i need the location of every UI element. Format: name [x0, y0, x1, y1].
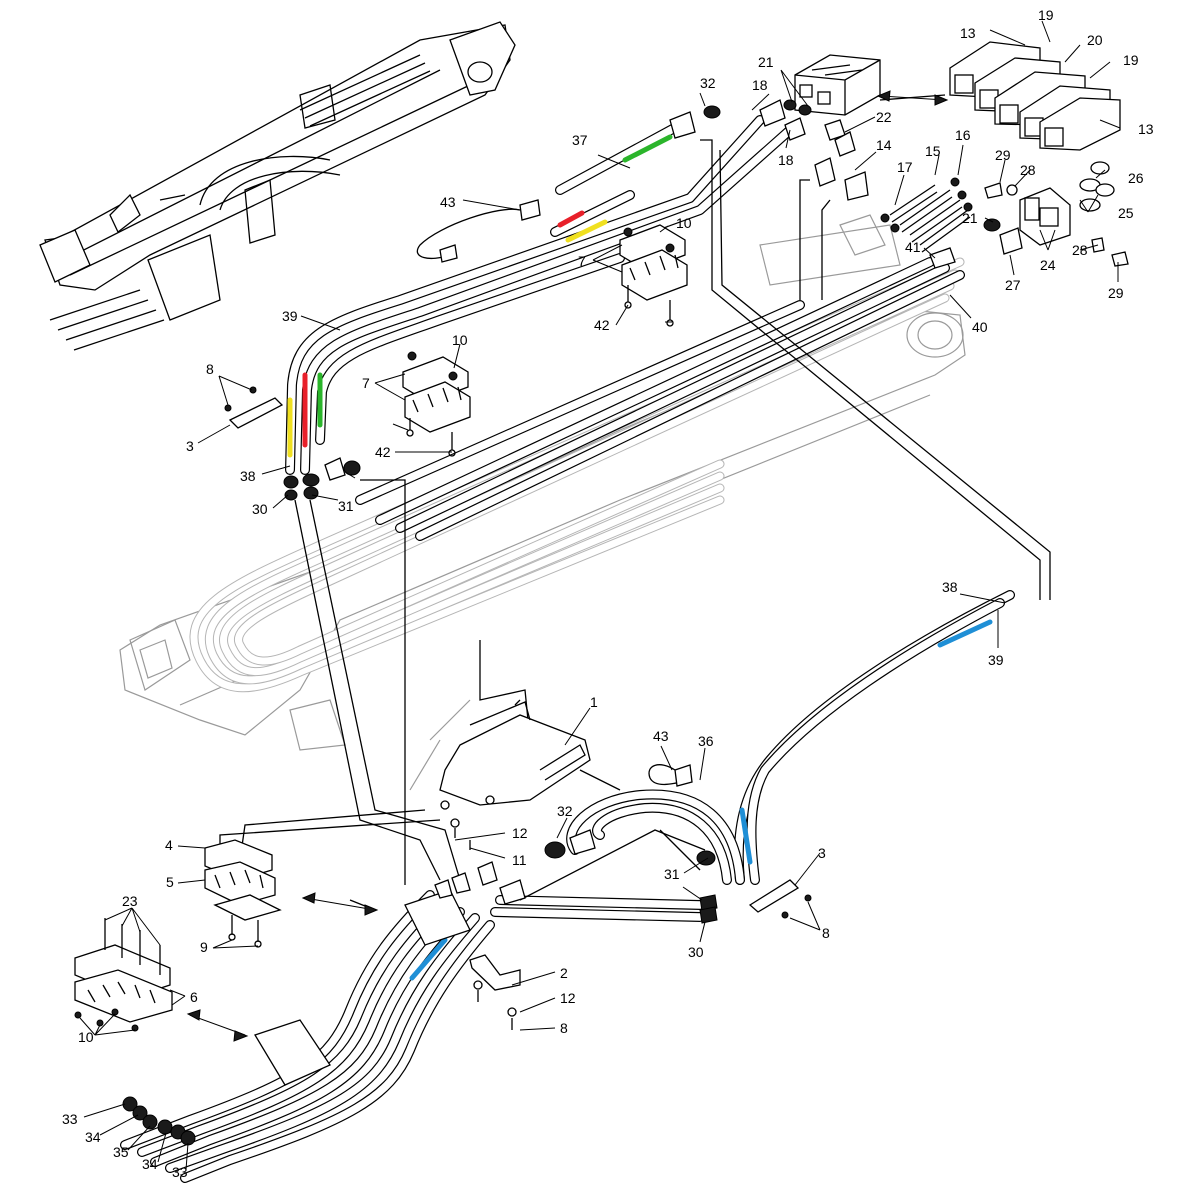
double-arrow-lower-1 [301, 892, 379, 916]
callout-14: 14 [876, 137, 892, 153]
callout-18b: 18 [778, 152, 794, 168]
end-fittings [122, 1096, 196, 1146]
callout-43a: 43 [440, 194, 456, 210]
callout-36: 36 [698, 733, 714, 749]
callout-10c: 10 [78, 1029, 94, 1045]
callout-4: 4 [165, 837, 173, 853]
clamp-set-middle [402, 351, 471, 457]
clamp-set-upper [619, 224, 688, 327]
callout-34b: 34 [142, 1156, 158, 1172]
callout-19a: 19 [1038, 7, 1054, 23]
callout-3b: 3 [818, 845, 826, 861]
callout-7b: 7 [362, 375, 370, 391]
callout-10a: 10 [676, 215, 692, 231]
callout-7a: 7 [578, 253, 586, 269]
callout-8a: 8 [206, 361, 214, 377]
callout-24: 24 [1040, 257, 1056, 273]
callout-6: 6 [190, 989, 198, 1005]
callout-33a: 33 [62, 1111, 78, 1127]
callout-29b: 29 [1108, 285, 1124, 301]
callout-12a: 12 [512, 825, 528, 841]
callout-21a: 21 [758, 54, 774, 70]
callout-10b: 10 [452, 332, 468, 348]
callout-33b: 33 [172, 1164, 188, 1180]
callout-26: 26 [1128, 170, 1144, 186]
fittings-30-31-lower [434, 829, 718, 924]
callout-28b: 28 [1072, 242, 1088, 258]
mark-green-37 [622, 134, 673, 163]
callout-23: 23 [122, 893, 138, 909]
mark-yellow [565, 219, 608, 243]
callout-8b: 8 [822, 925, 830, 941]
callout-37: 37 [572, 132, 588, 148]
fittings-30-31-upper [283, 457, 361, 501]
callout-38b: 38 [942, 579, 958, 595]
callout-42b: 42 [375, 444, 391, 460]
manifold-fittings [984, 161, 1129, 267]
callout-12b: 12 [560, 990, 576, 1006]
double-arrow-lower-2 [186, 1009, 249, 1042]
clamp-6 [74, 918, 173, 1032]
ghost-hose-bundle [189, 257, 965, 693]
callout-19b: 19 [1123, 52, 1139, 68]
mark-red [557, 210, 585, 228]
callout-15: 15 [925, 143, 941, 159]
callout-20: 20 [1087, 32, 1103, 48]
mark-blue-36 [739, 807, 753, 865]
callout-8c: 8 [560, 1020, 568, 1036]
double-arrow-blocks [876, 90, 949, 106]
callout-40: 40 [972, 319, 988, 335]
mark-blue-lower [409, 937, 448, 981]
bracket-2 [469, 954, 521, 1030]
tie-rods [880, 177, 973, 253]
callout-13a: 13 [960, 25, 976, 41]
bracket-3-upper [224, 386, 284, 429]
callout-1: 1 [590, 694, 598, 710]
callout-30b: 30 [688, 944, 704, 960]
callout-2: 2 [560, 965, 568, 981]
callout-5: 5 [166, 874, 174, 890]
callouts: 13 19 20 19 13 21 32 18 37 22 18 14 15 1… [62, 7, 1154, 1180]
leader-lines [79, 20, 1121, 1171]
callout-22: 22 [876, 109, 892, 125]
callout-11: 11 [512, 852, 527, 868]
callout-29a: 29 [995, 147, 1011, 163]
clamp-4-5 [204, 839, 282, 948]
bracket-1 [439, 699, 591, 850]
callout-43b: 43 [653, 728, 669, 744]
exploded-valve-blocks [949, 41, 1121, 151]
mark-blue-39 [937, 619, 993, 648]
callout-16: 16 [955, 127, 971, 143]
callout-39b: 39 [988, 652, 1004, 668]
callout-13b: 13 [1138, 121, 1154, 137]
callout-35: 35 [113, 1144, 129, 1160]
callout-31a: 31 [338, 498, 354, 514]
callout-21b: 21 [962, 210, 978, 226]
callout-27: 27 [1005, 277, 1021, 293]
callout-25: 25 [1118, 205, 1134, 221]
callout-39a: 39 [282, 308, 298, 324]
callout-42a: 42 [594, 317, 610, 333]
callout-41: 41 [905, 239, 921, 255]
hose-color-marks [287, 134, 993, 981]
callout-9: 9 [200, 939, 208, 955]
upper-fittings [669, 99, 1023, 269]
bracket-3-lower [748, 879, 812, 919]
callout-34a: 34 [85, 1129, 101, 1145]
valve-block-assembly [794, 54, 881, 116]
callout-17: 17 [897, 159, 913, 175]
callout-31b: 31 [664, 866, 680, 882]
callout-32b: 32 [557, 803, 573, 819]
callout-28a: 28 [1020, 162, 1036, 178]
bundle-clamp-lower [254, 889, 471, 1086]
callout-30a: 30 [252, 501, 268, 517]
callout-38a: 38 [240, 468, 256, 484]
callout-32a: 32 [700, 75, 716, 91]
hoses [120, 115, 1015, 1183]
callout-3a: 3 [186, 438, 194, 454]
boom-inset [39, 21, 516, 351]
callout-18a: 18 [752, 77, 768, 93]
strap-43 [416, 199, 693, 787]
